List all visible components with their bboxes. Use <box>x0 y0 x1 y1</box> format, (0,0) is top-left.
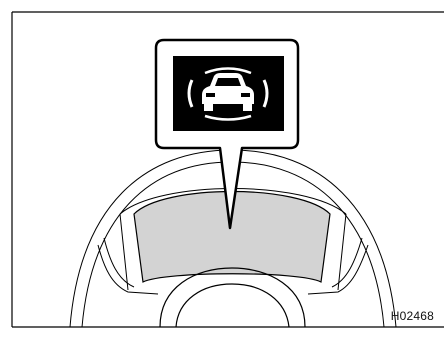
figure-code-label: H02468 <box>391 309 434 323</box>
steering-hub <box>160 268 305 327</box>
